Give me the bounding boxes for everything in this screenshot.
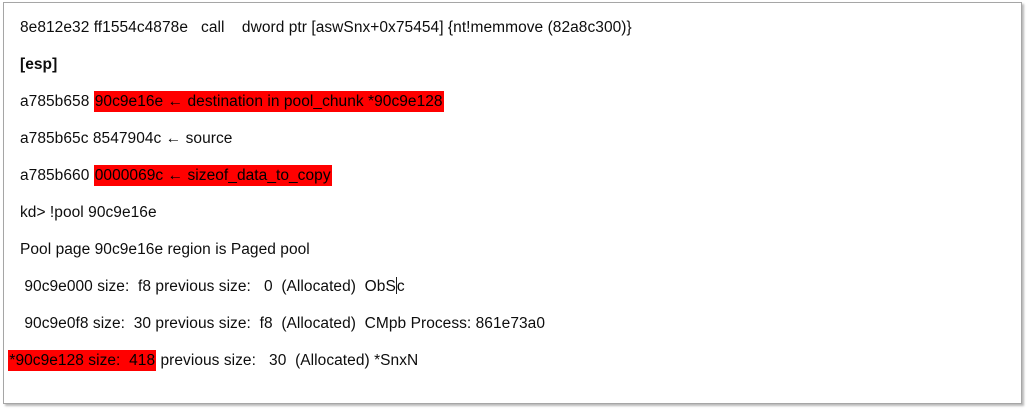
transcript-document-frame: 8e812e32 ff1554c4878e call dword ptr [as… [3,2,1022,404]
transcript-line-stack-source: a785b65c 8547904c ← source [4,120,1021,157]
transcript-text: Pool page 90c9e16e region is Paged pool [20,241,310,258]
text-caret [395,277,397,294]
transcript-text: previous size: 30 (Allocated) *SnxN [156,352,419,369]
transcript-line-pool-chunk-cmpb: 90c9e0f8 size: 30 previous size: f8 (All… [4,305,1021,342]
transcript-line-pool-chunk-obsc: 90c9e000 size: f8 previous size: 0 (Allo… [4,268,1021,305]
transcript-text: [esp] [20,56,58,73]
transcript-line-stack-size: a785b660 0000069c ← sizeof_data_to_copy [4,157,1021,194]
transcript-text: 90c9e000 size: f8 previous size: 0 (Allo… [20,278,396,295]
transcript-text: a785b660 [20,167,94,184]
transcript-text: a785b658 [20,93,94,110]
transcript-text: kd> !pool 90c9e16e [20,204,157,221]
transcript-line-pool-chunk-snxn: *90c9e128 size: 418 previous size: 30 (A… [4,342,1021,379]
highlighted-text: 90c9e16e ← destination in pool_chunk *90… [93,91,444,112]
transcript-text: 8e812e32 ff1554c4878e call dword ptr [as… [20,19,632,36]
highlighted-text: *90c9e128 size: 418 [8,350,157,371]
transcript-line-esp-header: [esp] [4,46,1021,83]
transcript-text: 90c9e0f8 size: 30 previous size: f8 (All… [20,315,546,332]
transcript-text: a785b65c 8547904c ← source [20,130,233,147]
transcript-text: c [396,278,405,295]
transcript-line-disassembly-call: 8e812e32 ff1554c4878e call dword ptr [as… [4,9,1021,46]
transcript-line-stack-destination: a785b658 90c9e16e ← destination in pool_… [4,83,1021,120]
debugger-transcript[interactable]: 8e812e32 ff1554c4878e call dword ptr [as… [4,3,1021,379]
highlighted-text: 0000069c ← sizeof_data_to_copy [93,165,332,186]
transcript-line-command-prompt: kd> !pool 90c9e16e [4,194,1021,231]
transcript-line-pool-page-region: Pool page 90c9e16e region is Paged pool [4,231,1021,268]
